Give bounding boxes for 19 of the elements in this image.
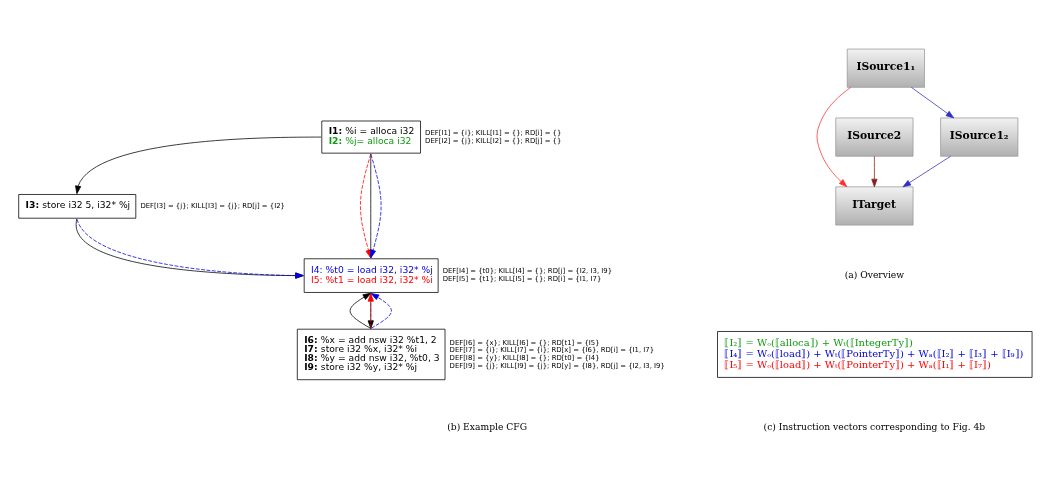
arrow: [816, 86, 852, 187]
node-box: ⟦I₂⟧ = Wₒ(⟦alloca⟧) + Wₜ(⟦IntegerTy⟧) ⟦I₄⟧ = Wₒ(⟦load⟧) + Wₜ(⟦PointerTy⟧) + Wₐ(⟦I₂⟧ + ⟦I₃⟧ + ⟦I₉⟧) ⟦I₅⟧ = Wₒ(⟦load⟧) + Wₜ(⟦PointerTy⟧) + Wₐ(⟦I₁⟧ + ⟦I₇⟧): [717, 330, 1033, 378]
node-box: ISource2: [835, 117, 914, 157]
arrow: [902, 155, 951, 187]
node-box: I6: %x = add nsw i32 %t1, 2 I7: store i32 %x, i32* %i I8: %y = add nsw i32, %t0, 3 I9: store i32 %y, i32* %j: [296, 328, 446, 380]
label: (a) Overview: [844, 268, 905, 280]
arrow: [76, 218, 304, 279]
node-box: ITarget: [835, 185, 914, 225]
node-box: ISource1₂: [940, 117, 1019, 157]
arrow: [911, 86, 955, 118]
arrow: [370, 153, 382, 258]
node-box: I1: %i = alloca i32 I2: %j= alloca i32: [321, 120, 421, 154]
node-box: I4: %t0 = load i32, i32* %j I5: %t1 = load i32, i32* %i: [303, 257, 439, 293]
arrow: [871, 155, 878, 187]
arrow: [75, 136, 322, 194]
label: (c) Instruction vectors corresponding to Fig. 4b: [763, 420, 986, 432]
node-box: ISource1₁: [846, 48, 925, 88]
node-box: I3: store i32 5, i32* %j: [18, 193, 137, 219]
label: (b) Example CFG: [447, 420, 528, 432]
